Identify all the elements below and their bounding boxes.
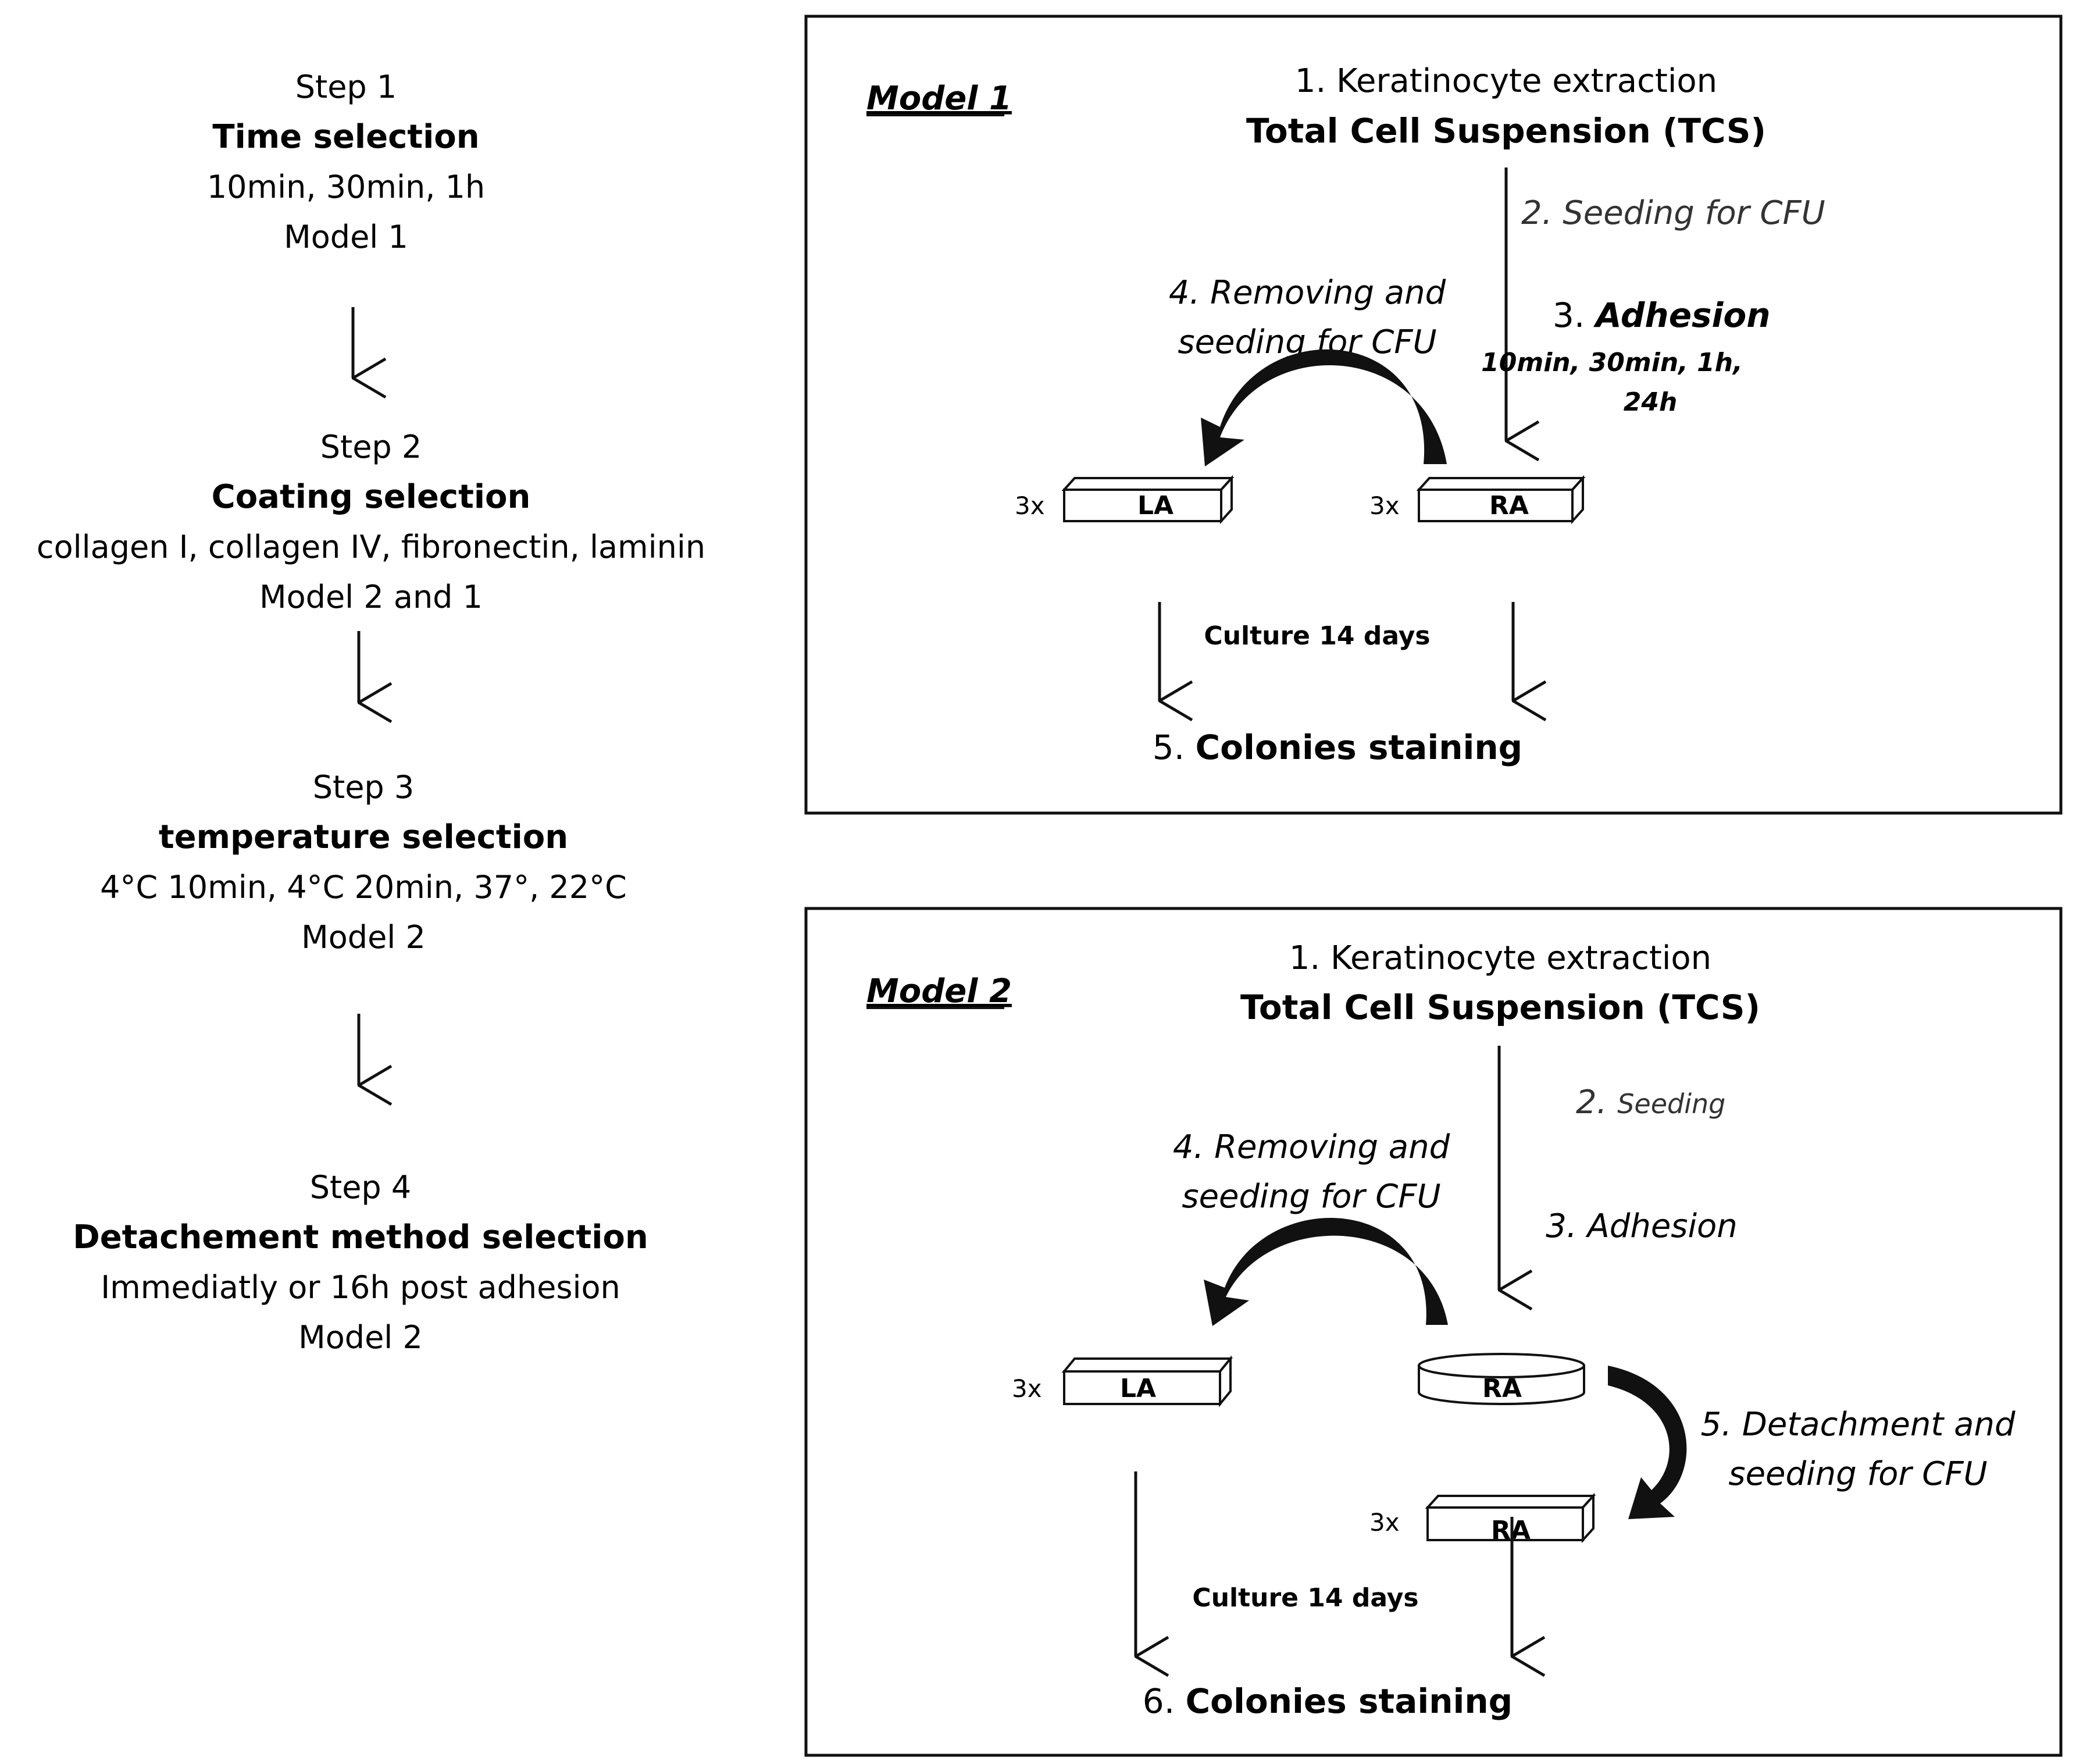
model-2-seeding: 2. Seeding [1576, 1084, 1725, 1121]
step-4-model: Model 2 [298, 1319, 423, 1356]
step-3-detail: 4°C 10min, 4°C 20min, 37°, 22°C [100, 869, 627, 906]
model-2-adhesion: 3. Adhesion [1546, 1207, 1738, 1245]
model-2-detach-2: seeding for CFU [1728, 1455, 1987, 1493]
step-2-label: Step 2 [320, 429, 422, 465]
step-4: Step 4 Detachement method selection Imme… [73, 1169, 648, 1356]
model-1-adhesion-times-2: 24h [1624, 387, 1678, 417]
model-2-culture: Culture 14 days [1192, 1583, 1418, 1613]
model-2-removing: 4. Removing and [1173, 1128, 1450, 1166]
model-2-la-label: LA [1120, 1374, 1156, 1403]
step-4-title: Detachement method selection [73, 1218, 648, 1256]
step-3-title: temperature selection [159, 818, 568, 856]
step-1-detail: 10min, 30min, 1h [207, 169, 485, 205]
model-2-extraction: 1. Keratinocyte extraction [1289, 939, 1711, 977]
step-1-label: Step 1 [295, 69, 397, 105]
model-1-title: Model 1 [866, 80, 1012, 117]
model-1-adhesion-times: 10min, 30min, 1h, [1481, 348, 1743, 377]
model-1-la-label: LA [1137, 491, 1173, 521]
model-2-ra-dish-label: RA [1482, 1374, 1522, 1403]
step-2-model: Model 2 and 1 [259, 579, 483, 615]
step-1-model: Model 1 [284, 219, 408, 255]
step-1-title: Time selection [212, 118, 479, 156]
step-2-title: Coating selection [212, 478, 531, 516]
model-2-la-plate: 3x LA [1012, 1355, 1233, 1407]
model-1-ra-count: 3x [1369, 491, 1400, 520]
model-1-ra-label: RA [1489, 491, 1529, 521]
model-1-staining: 5. Colonies staining [1153, 728, 1522, 767]
step-2-detail: collagen I, collagen IV, fibronectin, la… [37, 529, 705, 565]
model-2-title: Model 2 [866, 972, 1012, 1010]
step-4-label: Step 4 [310, 1169, 411, 1206]
step-3-label: Step 3 [313, 769, 414, 806]
model-2-ra2-count: 3x [1369, 1508, 1400, 1537]
step-2: Step 2 Coating selection collagen I, col… [37, 429, 705, 615]
model-1-la-plate: 3x LA [1015, 475, 1235, 525]
model-2-panel: Model 2 1. Keratinocyte extraction Total… [804, 907, 2063, 1757]
model-1-culture: Culture 14 days [1204, 621, 1430, 651]
step-3-model: Model 2 [301, 919, 426, 956]
model-1-panel: Model 1 1. Keratinocyte extraction Total… [804, 15, 2063, 815]
step-3: Step 3 temperature selection 4°C 10min, … [100, 769, 627, 956]
model-2-staining: 6. Colonies staining [1143, 1681, 1513, 1721]
step-4-detail: Immediatly or 16h post adhesion [101, 1269, 620, 1306]
model-1-la-count: 3x [1015, 491, 1045, 520]
model-1-extraction: 1. Keratinocyte extraction [1295, 62, 1717, 100]
model-2-tcs: Total Cell Suspension (TCS) [1240, 988, 1760, 1027]
model-2-detach: 5. Detachment and [1701, 1406, 2016, 1444]
model-1-transfer-arrow [1201, 349, 1447, 466]
model-2-removing-2: seeding for CFU [1182, 1178, 1440, 1216]
model-1-adhesion: 3. Adhesion [1553, 295, 1771, 335]
model-2-la-count: 3x [1012, 1374, 1042, 1403]
model-1-seeding: 2. Seeding for CFU [1521, 194, 1825, 232]
model-1-removing: 4. Removing and [1169, 274, 1446, 312]
model-2-detach-arrow [1608, 1366, 1687, 1519]
step-1: Step 1 Time selection 10min, 30min, 1h M… [207, 69, 485, 255]
model-2-transfer-arrow [1204, 1217, 1448, 1326]
model-1-ra-plate: 3x RA [1369, 475, 1586, 525]
model-1-tcs: Total Cell Suspension (TCS) [1246, 111, 1766, 151]
model-2-ra-plate: 3x RA [1369, 1492, 1596, 1545]
model-2-ra-dish: RA [1418, 1353, 1585, 1405]
